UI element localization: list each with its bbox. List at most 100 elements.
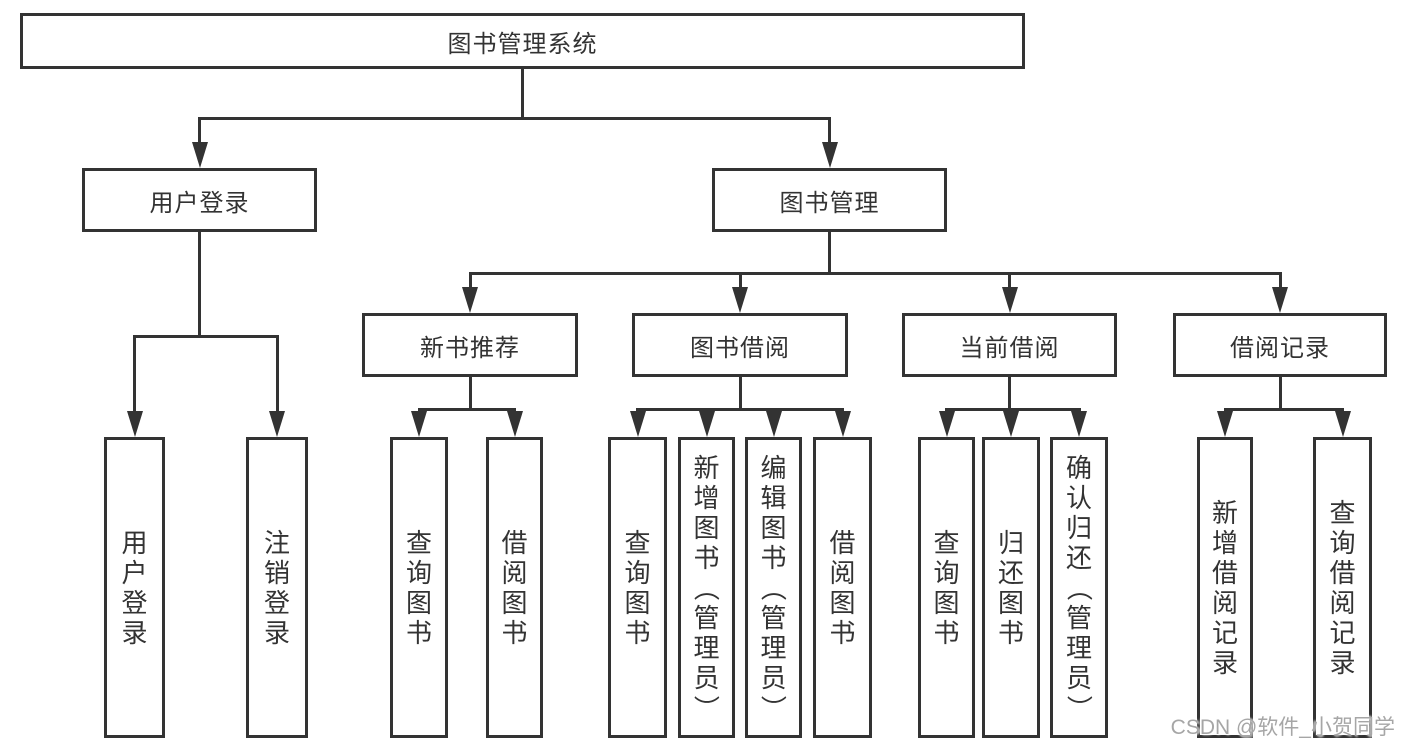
vertical-char: 管 (760, 602, 787, 633)
leaf-edit-book-admin-label: 编辑图书（管理员） (758, 452, 789, 723)
vertical-char: 归 (1065, 512, 1092, 543)
arrowhead-icon (462, 287, 478, 313)
connector-line (198, 232, 201, 338)
vertical-char: 阅 (501, 557, 528, 588)
connector-line (417, 408, 421, 412)
arrowhead-icon (1003, 411, 1019, 437)
connector-line (198, 117, 831, 120)
node-book-borrow-label: 图书借阅 (690, 334, 790, 362)
vertical-char: 书 (405, 617, 432, 648)
node-user-login: 用户登录 (82, 168, 317, 232)
vertical-char: （ (1063, 574, 1094, 601)
arrowhead-icon (732, 287, 748, 313)
vertical-char: 注 (263, 527, 290, 558)
leaf-user-login-label: 用户登录 (121, 528, 147, 648)
connector-line (841, 408, 844, 412)
vertical-char: 录 (1329, 647, 1356, 678)
vertical-char: 图 (693, 512, 720, 543)
node-borrow-record: 借阅记录 (1173, 313, 1387, 377)
vertical-char: 图 (624, 587, 651, 618)
connector-line (1009, 408, 1013, 412)
connector-line (1341, 408, 1344, 412)
vertical-char: 新 (693, 452, 720, 483)
node-book-borrow: 图书借阅 (632, 313, 848, 377)
vertical-char: 辑 (760, 482, 787, 513)
connector-line (468, 377, 472, 411)
leaf-user-login: 用户登录 (104, 437, 165, 738)
vertical-char: 查 (624, 527, 651, 558)
vertical-char: 录 (1211, 647, 1238, 678)
connector-line (1077, 408, 1081, 412)
arrowhead-icon (1001, 287, 1018, 313)
vertical-char: 图 (760, 512, 787, 543)
arrowhead-icon (191, 142, 208, 168)
connector-line (636, 408, 639, 412)
vertical-char: 图 (829, 587, 856, 618)
vertical-char: 借 (501, 527, 528, 558)
vertical-char: 书 (693, 542, 720, 573)
vertical-char: 书 (933, 617, 960, 648)
node-new-book-recommend: 新书推荐 (362, 313, 578, 377)
vertical-char: 员 (760, 662, 787, 693)
csdn-watermark: CSDN @软件_小贺同学 (1170, 716, 1395, 739)
vertical-char: 书 (829, 617, 856, 648)
vertical-char: 管 (1065, 602, 1092, 633)
connector-line (738, 377, 742, 411)
vertical-char: 查 (1329, 497, 1356, 528)
arrowhead-icon (698, 411, 715, 437)
leaf-return-book-label: 归还图书 (998, 528, 1024, 648)
arrowhead-icon (765, 411, 782, 437)
leaf-query-book-3-label: 查询图书 (933, 528, 959, 648)
connector-line (513, 408, 516, 412)
vertical-char: 编 (760, 452, 787, 483)
vertical-char: 确 (1065, 452, 1092, 483)
vertical-char: ） (758, 694, 789, 721)
leaf-query-book-2-label: 查询图书 (624, 528, 650, 648)
vertical-char: 记 (1329, 617, 1356, 648)
leaf-query-borrow-record: 查询借阅记录 (1313, 437, 1372, 738)
vertical-char: 录 (121, 617, 148, 648)
leaf-borrow-book-2-label: 借阅图书 (829, 528, 855, 648)
leaf-borrow-book-1-label: 借阅图书 (501, 528, 527, 648)
connector-line (1223, 408, 1344, 411)
arrowhead-icon (1334, 411, 1351, 437)
vertical-char: 图 (933, 587, 960, 618)
vertical-char: 认 (1065, 482, 1092, 513)
connector-line (705, 408, 708, 412)
vertical-char: 登 (263, 587, 290, 618)
vertical-char: 询 (933, 557, 960, 588)
vertical-char: 阅 (1329, 587, 1356, 618)
connector-line (738, 272, 742, 288)
vertical-char: 阅 (829, 557, 856, 588)
vertical-char: 理 (693, 632, 720, 663)
vertical-char: 查 (933, 527, 960, 558)
node-user-login-label: 用户登录 (149, 189, 250, 217)
vertical-char: 增 (1211, 527, 1238, 558)
leaf-add-book-admin: 新增图书（管理员） (678, 437, 735, 738)
vertical-char: 图 (501, 587, 528, 618)
node-root: 图书管理系统 (20, 13, 1025, 69)
connector-line (1008, 377, 1011, 411)
leaf-borrow-book-1: 借阅图书 (486, 437, 543, 738)
arrowhead-icon (126, 411, 143, 437)
leaf-edit-book-admin: 编辑图书（管理员） (745, 437, 802, 738)
vertical-char: 归 (997, 527, 1024, 558)
connector-line (417, 408, 516, 411)
vertical-char: 登 (121, 587, 148, 618)
vertical-char: 还 (997, 557, 1024, 588)
arrowhead-icon (834, 411, 851, 437)
arrowhead-icon (269, 411, 285, 437)
arrowhead-icon (1071, 411, 1087, 437)
vertical-char: 询 (405, 557, 432, 588)
vertical-char: 户 (121, 557, 148, 588)
vertical-char: 借 (1329, 557, 1356, 588)
arrowhead-icon (629, 411, 646, 437)
arrowhead-icon (506, 411, 523, 437)
arrowhead-icon (938, 411, 955, 437)
leaf-return-book: 归还图书 (982, 437, 1040, 738)
node-book-management: 图书管理 (712, 168, 947, 232)
connector-line (1223, 408, 1227, 412)
vertical-char: 书 (997, 617, 1024, 648)
vertical-char: 询 (1329, 527, 1356, 558)
vertical-char: 借 (829, 527, 856, 558)
